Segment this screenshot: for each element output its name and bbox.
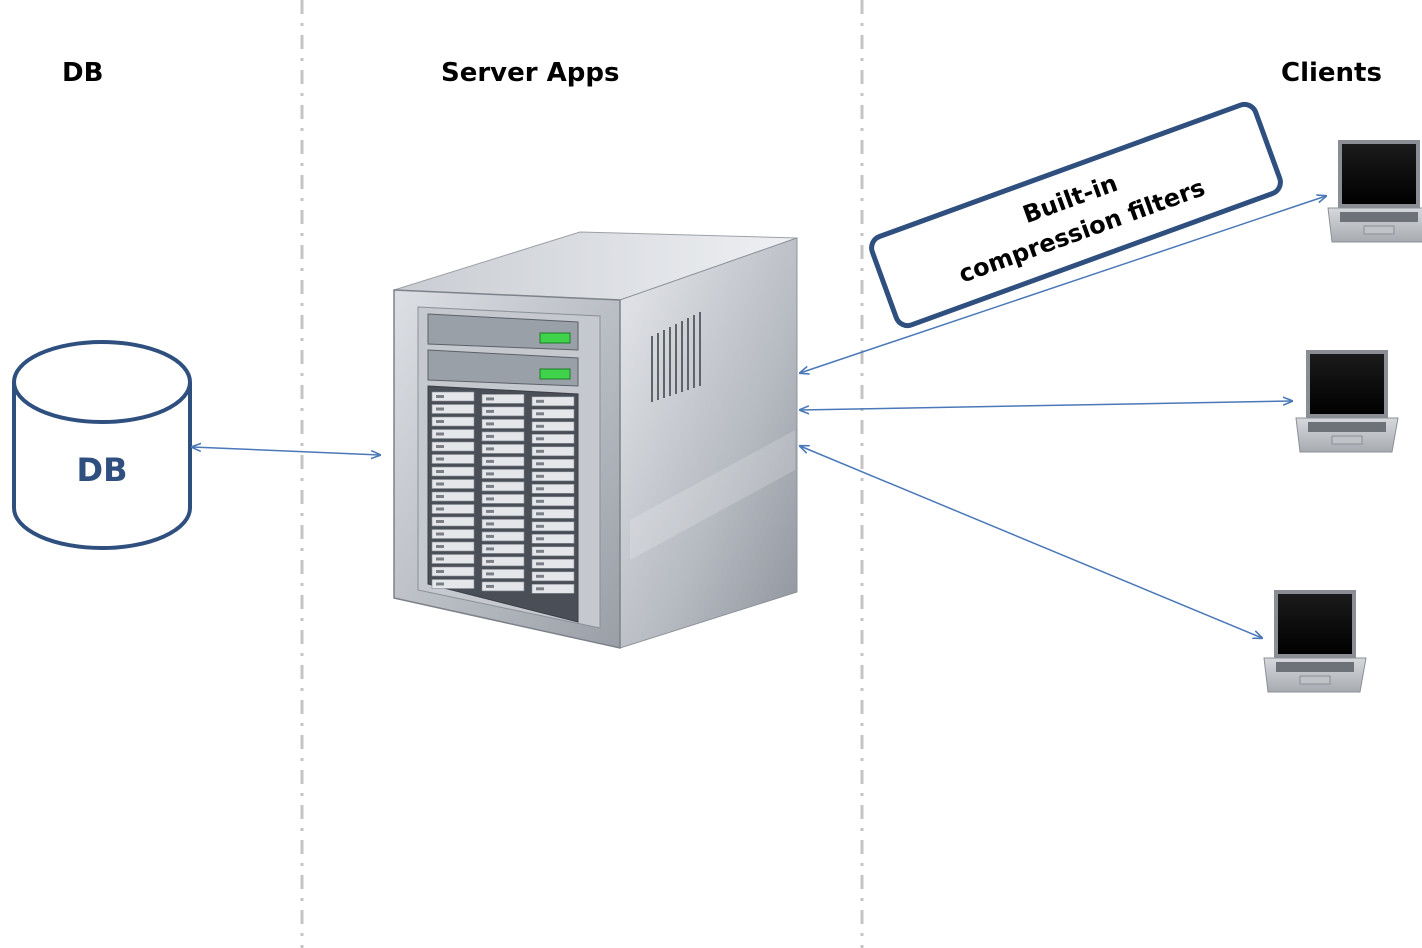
header-server-apps: Server Apps (441, 58, 619, 88)
arrow-server-client-3 (800, 446, 1262, 638)
laptop-icon (1295, 350, 1399, 453)
laptop-icon (1263, 590, 1367, 693)
arrow-db-server (192, 447, 380, 455)
arrow-server-client-2 (800, 401, 1292, 410)
compression-callout: Built-in compression filters (869, 101, 1283, 329)
header-db: DB (62, 58, 103, 88)
laptop-icon (1327, 140, 1422, 243)
database-cylinder: DB (12, 340, 192, 550)
arrow-server-client-1 (800, 196, 1326, 373)
header-clients: Clients (1281, 58, 1382, 88)
database-label: DB (77, 451, 128, 489)
server-tower-icon (393, 231, 798, 649)
disk-slot-grid (431, 391, 575, 594)
